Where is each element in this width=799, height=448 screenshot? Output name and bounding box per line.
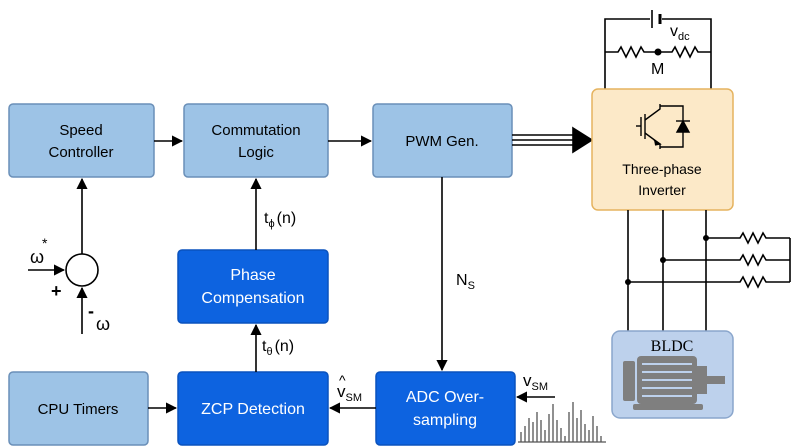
zcp-detection-block: ZCP Detection — [177, 371, 329, 446]
sampled-waveform-icon — [518, 402, 606, 443]
vsm-hat-accent: ^ — [339, 372, 346, 388]
pwm-gen-block: PWM Gen. — [372, 103, 513, 178]
phase-compensation-label-2: Compensation — [201, 290, 304, 307]
phase-a-node — [703, 235, 709, 241]
omega-ref-superscript: * — [42, 235, 48, 251]
omega-ref-label: ω — [30, 247, 44, 267]
dc-link — [604, 10, 712, 89]
speed-controller-label-2: Controller — [48, 144, 113, 161]
phase-b-node — [660, 257, 666, 263]
inverter-label-2: Inverter — [638, 182, 686, 198]
minus-sign: - — [88, 301, 94, 321]
ttheta-label: tθ(n) — [262, 338, 294, 358]
inverter-label-1: Three-phase — [622, 161, 702, 177]
adc-oversampling-block: ADC Over- sampling — [375, 371, 516, 446]
midpoint-label: M — [651, 61, 664, 78]
tphi-label: tϕ(n) — [264, 210, 296, 230]
ns-label: NS — [456, 272, 475, 292]
phase-compensation-label-1: Phase — [230, 267, 275, 284]
speed-controller-label-1: Speed — [59, 122, 102, 139]
phase-lines — [627, 210, 791, 331]
omega-label: ω — [96, 314, 110, 334]
cpu-timers-label: CPU Timers — [38, 401, 119, 418]
phase-compensation-block: Phase Compensation — [177, 249, 329, 324]
pwm-bus — [512, 126, 594, 154]
commutation-logic-block: Commutation Logic — [183, 103, 329, 178]
vsm-hat-label: vSM — [337, 382, 362, 404]
summing-junction — [65, 253, 99, 287]
vsm-label: vSM — [523, 371, 548, 393]
plus-sign: + — [51, 281, 62, 301]
pwm-gen-label: PWM Gen. — [405, 133, 478, 150]
commutation-logic-label-2: Logic — [238, 144, 274, 161]
igbt-icon — [636, 104, 691, 149]
phase-c-node — [625, 279, 631, 285]
speed-controller-block: Speed Controller — [8, 103, 155, 178]
bldc-motor: BLDC — [611, 330, 734, 419]
inverter-block: Three-phase Inverter — [591, 88, 734, 211]
zcp-detection-label: ZCP Detection — [201, 401, 305, 418]
adc-oversampling-label-1: ADC Over- — [406, 389, 484, 406]
cpu-timers-block: CPU Timers — [8, 371, 149, 446]
adc-oversampling-label-2: sampling — [413, 412, 477, 429]
bldc-label: BLDC — [651, 338, 694, 355]
vdc-label: vdc — [670, 23, 690, 43]
midpoint-node — [654, 48, 662, 56]
commutation-logic-label-1: Commutation — [211, 122, 300, 139]
